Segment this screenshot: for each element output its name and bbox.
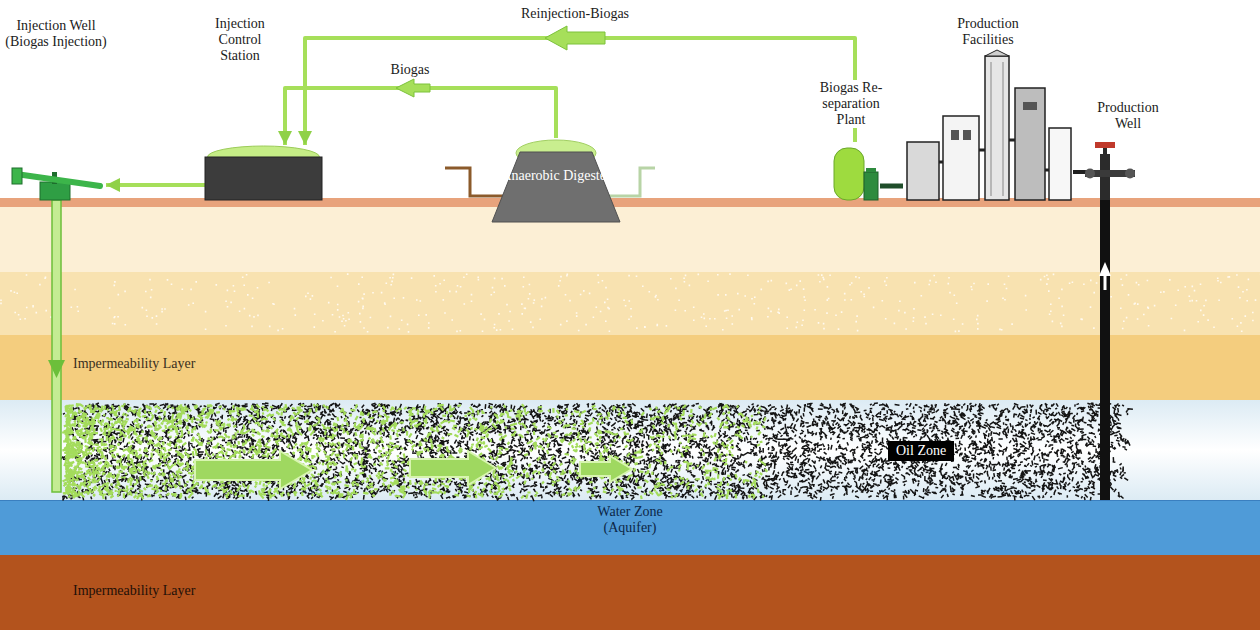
edge-label-holder: Reinjection-Biogas [495, 6, 655, 22]
production-facilities-outline [903, 50, 1073, 200]
sand-layer [0, 272, 1260, 335]
injection-well-pump-outline [10, 166, 106, 200]
base-rock-layer [0, 555, 1260, 630]
separation-plant-tank: Biogas Re-separation Plant [832, 142, 880, 200]
facility-tank [1049, 128, 1071, 200]
sand-texture [0, 274, 1260, 332]
wellhead-handle [1095, 142, 1115, 148]
cap-rock-layer [0, 335, 1260, 400]
zone-label: Water Zone (Aquifer) [580, 504, 680, 536]
gas-speckles [62, 404, 767, 500]
production-facilities: Production Facilities [903, 50, 1073, 200]
station-body [205, 157, 322, 200]
production-wellhead-outline [1085, 140, 1135, 200]
production-direction-arrow [1099, 262, 1111, 276]
facility-tower [985, 56, 1009, 200]
rock-layer-band: Impermeability Layer [0, 335, 1260, 400]
pipe-connector [880, 184, 903, 189]
wellhead-valve [1125, 169, 1135, 179]
production-wellhead: Production Well [1085, 140, 1135, 200]
layer-label: Impermeability Layer [73, 583, 253, 599]
layer-label: Impermeability Layer [73, 356, 253, 372]
gas-flow-arrow [195, 451, 312, 489]
digester-tank: Anaerobic Digester [490, 138, 622, 222]
gas-flow-connector [106, 183, 205, 187]
separator-unit [864, 172, 878, 200]
digester-label: Anaerobic Digester [490, 168, 622, 184]
separator-vessel [834, 148, 864, 200]
oil-zone-band: Oil Zone [0, 400, 1260, 500]
gas-flow-arrow [580, 456, 632, 482]
facility-tank [907, 142, 939, 200]
oil-texture [56, 403, 1133, 501]
wellhead-valve [1085, 169, 1095, 179]
injection-pipe [52, 200, 61, 492]
gas-texture [62, 404, 767, 500]
rock-layer-band: Impermeability Layer [0, 555, 1260, 630]
oil-speckles [56, 403, 1133, 501]
tower-ladder [991, 62, 1003, 196]
facility-building [943, 116, 979, 200]
aquifer-layer [0, 500, 1260, 555]
control-station-box: Injection Control Station [205, 145, 322, 200]
facility-window [1023, 102, 1037, 110]
injection-direction-arrow [48, 360, 65, 378]
flow-label: Biogas [370, 62, 450, 78]
tower-cap [985, 50, 1009, 56]
digester-body [492, 152, 620, 222]
digestate-pipe [609, 168, 655, 196]
pump-base [40, 182, 70, 200]
facility-window [963, 130, 971, 140]
production-direction-arrow [1104, 276, 1107, 290]
feed-pipe [445, 168, 503, 196]
facility-pipes [939, 140, 1049, 170]
flow-direction-arrow [396, 79, 430, 97]
pump-head [12, 168, 22, 184]
aquifer-band: Water Zone (Aquifer) [0, 500, 1260, 555]
production-pipe [1100, 200, 1110, 500]
edge-label-holder: Biogas [370, 62, 450, 78]
flow-direction-arrow [545, 26, 605, 50]
pipe-connector [1073, 170, 1085, 174]
well-label: Injection Well (Biogas Injection) [0, 18, 112, 50]
plant-label: Biogas Re-separation Plant [808, 80, 894, 128]
wellhead-stem [1103, 148, 1107, 154]
sand-grains [0, 274, 1260, 332]
facility-window [951, 130, 959, 140]
facility-column [1015, 88, 1045, 200]
gas-flow-arrow [410, 451, 496, 485]
separator-cap [866, 168, 876, 172]
aquifer-edge [0, 500, 1260, 501]
zone-label: Oil Zone [888, 441, 954, 461]
station-label: Injection Control Station [205, 16, 275, 64]
control-station-box-outline [205, 145, 322, 200]
facilities-label: Production Facilities [938, 16, 1038, 48]
gas-flow-connector [285, 88, 556, 145]
flow-label: Reinjection-Biogas [495, 6, 655, 22]
soil-layer [0, 207, 1260, 272]
pump-beam [16, 174, 100, 186]
well-label: Production Well [1085, 100, 1171, 132]
separation-plant-tank-outline [832, 142, 880, 200]
injection-well-pump: Injection Well (Biogas Injection) [10, 166, 106, 200]
gas-flow-connector [305, 38, 855, 145]
